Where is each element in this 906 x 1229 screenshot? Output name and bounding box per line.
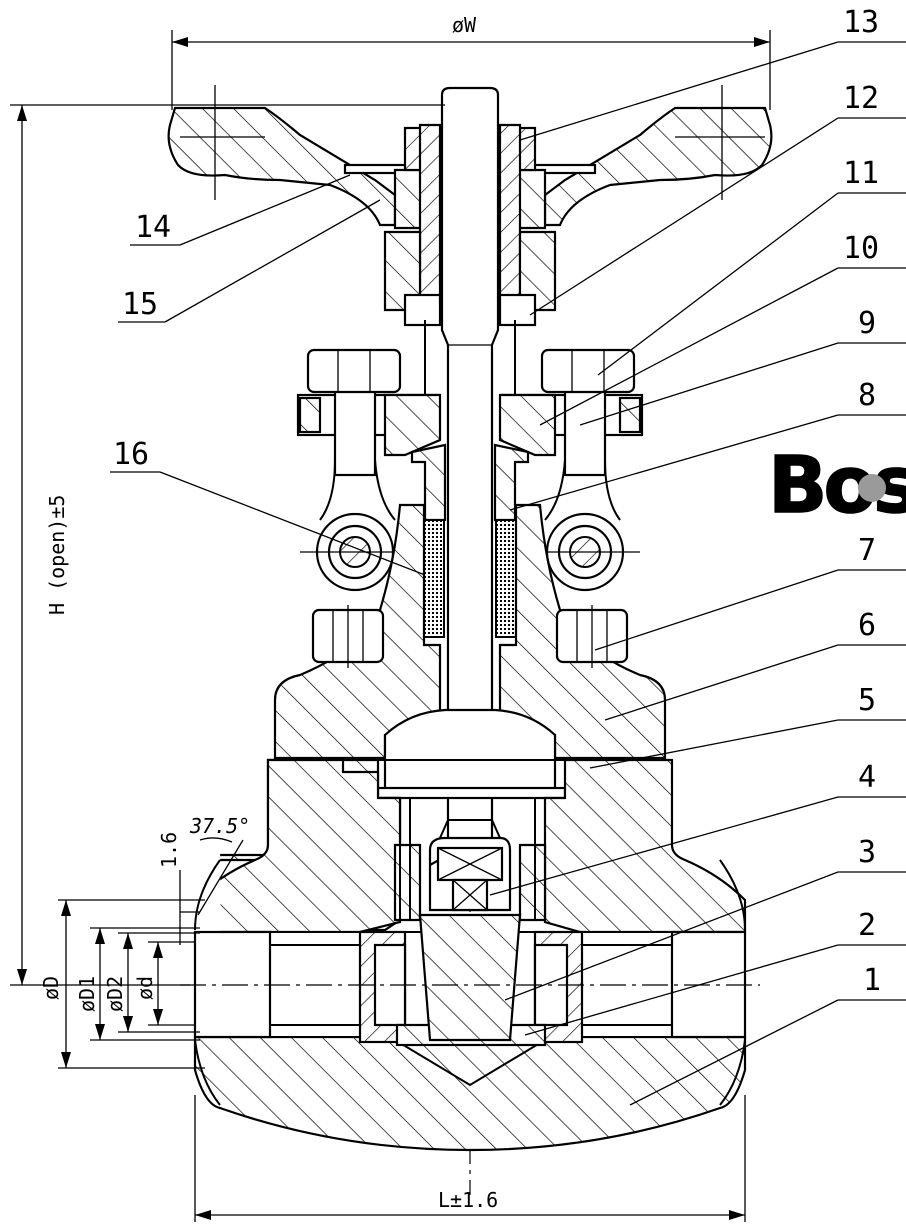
gate-wedge xyxy=(418,913,522,1042)
valve-stem xyxy=(440,86,500,857)
handwheel xyxy=(167,85,773,230)
dimension-labels: øW H (open)±5 L±1.6 øD øD1 øD2 ød 1.6 37… xyxy=(39,13,498,1212)
bonnet xyxy=(273,503,667,760)
dim-d1: øD1 xyxy=(75,976,99,1012)
dimension-lines xyxy=(10,30,771,1222)
part-9: 9 xyxy=(858,306,876,341)
part-7: 7 xyxy=(858,533,876,568)
dim-d2: øD2 xyxy=(103,976,127,1012)
eye-bolts xyxy=(306,348,636,477)
yoke-sleeve xyxy=(383,123,557,327)
gland-and-packing xyxy=(410,443,530,638)
part-6: 6 xyxy=(858,608,876,643)
backseat xyxy=(383,708,557,792)
part-8: 8 xyxy=(858,378,876,413)
bonnet-bottom xyxy=(373,786,567,800)
part-10: 10 xyxy=(843,231,879,266)
brand-logo: Bos xyxy=(767,440,906,532)
dim-height: H (open)±5 xyxy=(45,495,69,615)
part-15: 15 xyxy=(122,287,158,322)
pins xyxy=(300,512,640,592)
stem-head xyxy=(428,819,512,912)
part-16: 16 xyxy=(113,437,149,472)
part-2: 2 xyxy=(858,908,876,943)
dim-angle: 37.5° xyxy=(189,814,250,838)
dim-length: L±1.6 xyxy=(438,1188,498,1212)
leader-lines xyxy=(110,41,906,1106)
part-12: 12 xyxy=(843,81,879,116)
dim-d-bore: ød xyxy=(133,976,157,1000)
dim-d-outer: øD xyxy=(39,976,63,1000)
dim-chamfer: 1.6 xyxy=(157,832,181,868)
part-3: 3 xyxy=(858,835,876,870)
part-14: 14 xyxy=(135,210,171,245)
part-1: 1 xyxy=(863,963,881,998)
part-number-labels: 13 12 11 10 9 8 7 6 5 4 3 2 1 14 15 16 xyxy=(113,5,881,998)
part-13: 13 xyxy=(843,5,879,40)
part-5: 5 xyxy=(858,683,876,718)
part-4: 4 xyxy=(858,760,876,795)
dim-handwheel-diameter: øW xyxy=(452,13,477,37)
part-11: 11 xyxy=(843,156,879,191)
